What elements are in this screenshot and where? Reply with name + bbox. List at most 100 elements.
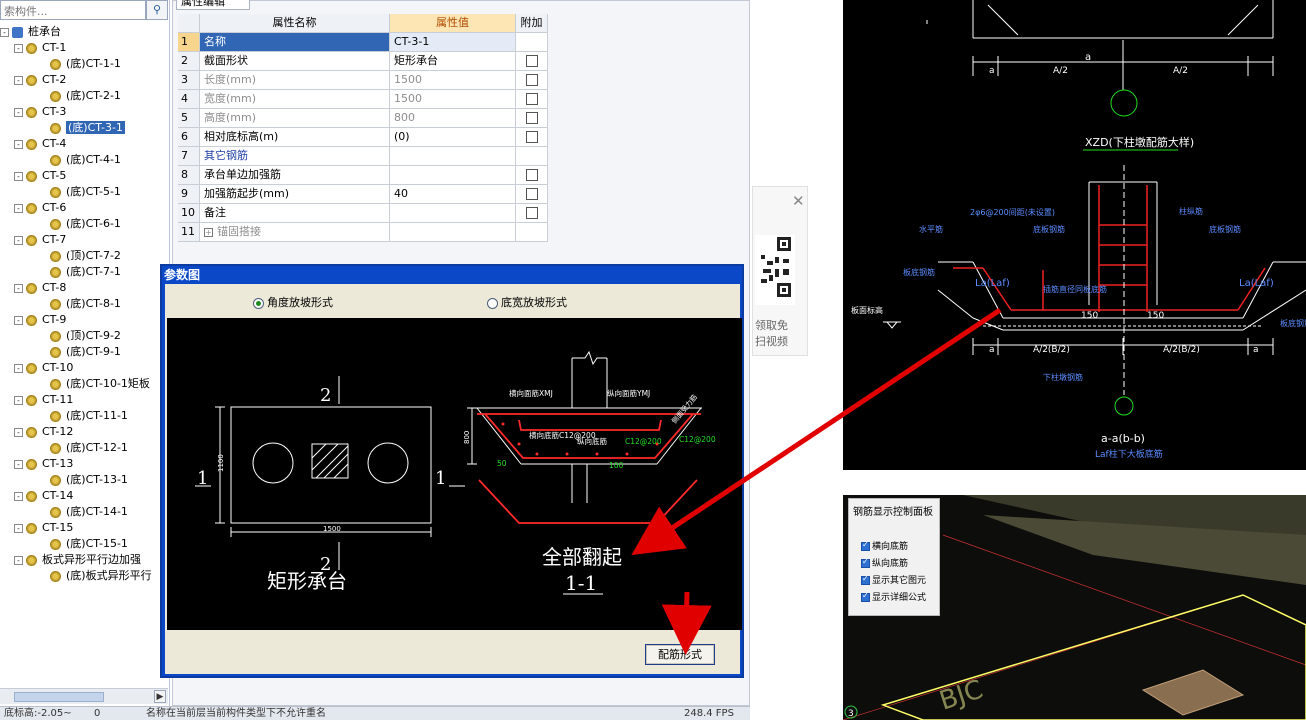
checkbox-checked-icon[interactable]: [861, 591, 870, 602]
collapse-icon[interactable]: -: [14, 555, 23, 565]
tree-item[interactable]: -CT-11: [14, 392, 73, 408]
property-value[interactable]: (0): [390, 128, 516, 147]
radio-width-slope[interactable]: 底宽放坡形式: [487, 294, 567, 310]
tree-subitem[interactable]: (底)CT-8-1: [50, 296, 121, 312]
tree-item[interactable]: -CT-4: [14, 136, 66, 152]
collapse-icon[interactable]: -: [14, 523, 23, 533]
parameter-diagram-canvas[interactable]: 2 2 1 1 1500 1100 矩形承台: [167, 318, 742, 630]
collapse-icon[interactable]: -: [14, 139, 23, 149]
tree-item[interactable]: -CT-3: [14, 104, 66, 120]
tree-subitem[interactable]: (底)CT-5-1: [50, 184, 121, 200]
tree-subitem[interactable]: (底)CT-9-1: [50, 344, 121, 360]
tree-item[interactable]: -CT-10: [14, 360, 73, 376]
tree-subitem[interactable]: (底)CT-11-1: [50, 408, 128, 424]
tree-item[interactable]: -CT-2: [14, 72, 66, 88]
tree-subitem[interactable]: (底)CT-1-1: [50, 56, 121, 72]
checkbox-checked-icon[interactable]: [861, 557, 870, 568]
collapse-icon[interactable]: -: [14, 75, 23, 85]
scrollbar-thumb[interactable]: [14, 692, 104, 702]
tree-subitem[interactable]: (底)板式异形平行: [50, 568, 152, 584]
tree-subitem[interactable]: (底)CT-2-1: [50, 88, 121, 104]
property-value[interactable]: [390, 166, 516, 185]
extra-checkbox[interactable]: [525, 112, 538, 124]
extra-checkbox[interactable]: [525, 169, 538, 181]
collapse-icon[interactable]: -: [14, 459, 23, 469]
collapse-icon[interactable]: -: [14, 363, 23, 373]
property-value[interactable]: 40: [390, 185, 516, 204]
control-option[interactable]: 纵向底筋: [861, 556, 908, 569]
collapse-icon[interactable]: -: [14, 427, 23, 437]
property-value[interactable]: [390, 223, 516, 242]
property-value[interactable]: 1500: [390, 71, 516, 90]
search-icon[interactable]: ⚲: [146, 0, 168, 20]
property-row[interactable]: 11+锚固搭接: [178, 223, 548, 242]
collapse-icon[interactable]: -: [14, 395, 23, 405]
property-value[interactable]: CT-3-1: [390, 33, 516, 52]
radio-width-icon[interactable]: [487, 297, 498, 309]
tree-item[interactable]: -CT-14: [14, 488, 73, 504]
tree-subitem[interactable]: (底)CT-6-1: [50, 216, 121, 232]
tree-item[interactable]: -CT-7: [14, 232, 66, 248]
tree-item[interactable]: -CT-6: [14, 200, 66, 216]
property-value[interactable]: [390, 204, 516, 223]
extra-checkbox[interactable]: [525, 55, 538, 67]
extra-checkbox[interactable]: [525, 131, 538, 143]
tree-subitem[interactable]: (底)CT-12-1: [50, 440, 128, 456]
property-value[interactable]: 矩形承台: [390, 52, 516, 71]
tree-root[interactable]: -桩承台: [0, 24, 61, 40]
close-icon[interactable]: ✕: [792, 192, 805, 210]
expand-icon[interactable]: +: [204, 227, 213, 237]
extra-checkbox[interactable]: [525, 93, 538, 105]
tree-subitem[interactable]: (顶)CT-7-2: [50, 248, 121, 264]
collapse-icon[interactable]: -: [0, 27, 9, 37]
scroll-right-icon[interactable]: ▶: [154, 690, 166, 703]
property-value[interactable]: 1500: [390, 90, 516, 109]
collapse-icon[interactable]: -: [14, 491, 23, 501]
tree-item[interactable]: -CT-13: [14, 456, 73, 472]
tree-subitem[interactable]: (底)CT-4-1: [50, 152, 121, 168]
checkbox-checked-icon[interactable]: [861, 540, 870, 551]
control-option[interactable]: 显示详细公式: [861, 590, 926, 603]
tree-subitem[interactable]: (底)CT-7-1: [50, 264, 121, 280]
collapse-icon[interactable]: -: [14, 203, 23, 213]
radio-angle-slope[interactable]: 角度放坡形式: [253, 294, 333, 310]
control-option[interactable]: 横向底筋: [861, 539, 908, 552]
rebar-config-button[interactable]: 配筋形式: [645, 644, 715, 665]
tree-subitem[interactable]: (底)CT-15-1: [50, 536, 128, 552]
search-input[interactable]: 索构件...: [0, 0, 146, 20]
extra-checkbox[interactable]: [525, 74, 538, 86]
control-option[interactable]: 显示其它图元: [861, 573, 926, 586]
tree-subitem-selected[interactable]: (底)CT-3-1: [50, 120, 125, 136]
ad-panel[interactable]: 领取免 扫视频: [752, 186, 808, 356]
extra-checkbox[interactable]: [525, 188, 538, 200]
collapse-icon[interactable]: -: [14, 235, 23, 245]
tree-item[interactable]: -CT-5: [14, 168, 66, 184]
collapse-icon[interactable]: -: [14, 107, 23, 117]
tree-subitem[interactable]: (顶)CT-9-2: [50, 328, 121, 344]
tree-subitem[interactable]: (底)CT-13-1: [50, 472, 128, 488]
collapse-icon[interactable]: -: [14, 315, 23, 325]
extra-checkbox[interactable]: [525, 207, 538, 219]
tree-item[interactable]: -CT-15: [14, 520, 73, 536]
collapse-icon[interactable]: -: [14, 171, 23, 181]
property-editor-tab[interactable]: 属性编辑: [176, 0, 250, 10]
collapse-icon[interactable]: -: [14, 283, 23, 293]
collapse-icon[interactable]: -: [14, 43, 23, 53]
tree-subitem[interactable]: (底)CT-14-1: [50, 504, 128, 520]
3d-rebar-view[interactable]: BJC 3: [843, 495, 1306, 720]
radio-angle-icon[interactable]: [253, 297, 264, 309]
tree-item[interactable]: -板式异形平行边加强: [14, 552, 141, 568]
tree-item[interactable]: -CT-8: [14, 280, 66, 296]
property-value[interactable]: 800: [390, 109, 516, 128]
checkbox-checked-icon[interactable]: [861, 574, 870, 585]
tree-item[interactable]: -CT-1: [14, 40, 66, 56]
property-value[interactable]: [390, 147, 516, 166]
tree-item[interactable]: -CT-12: [14, 424, 73, 440]
